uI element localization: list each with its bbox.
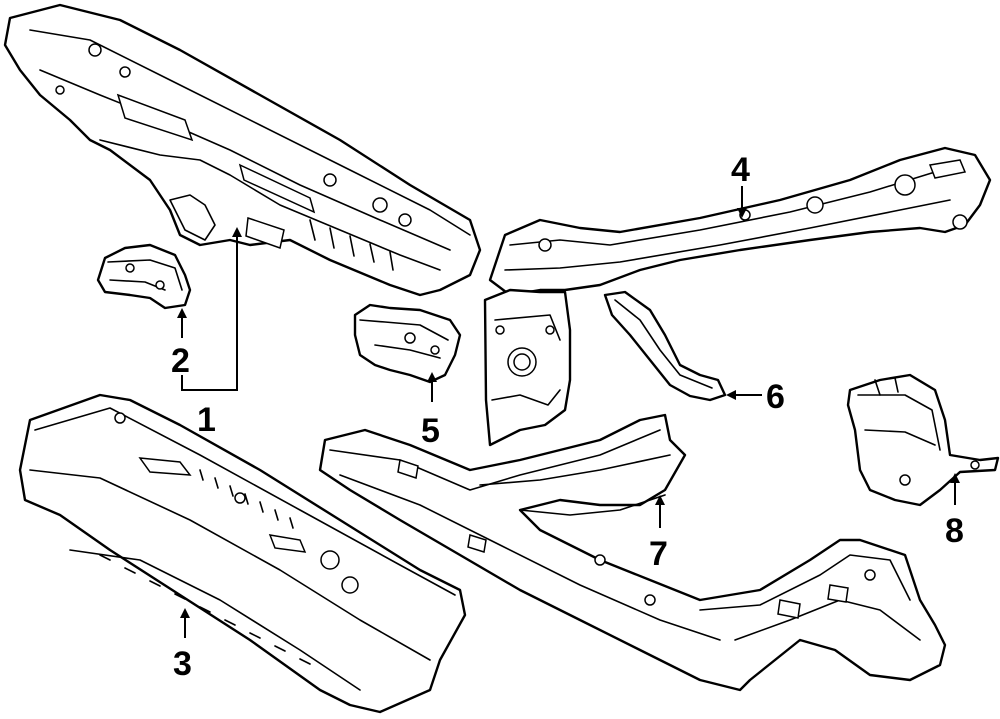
callout-8: 8 [945,512,964,550]
callout-5: 5 [421,412,440,450]
callout-1: 1 [197,401,216,439]
part-side-member-4 [488,146,992,297]
callout-7: 7 [649,535,668,573]
leader-1 [181,227,242,391]
part-apron-panel [483,288,572,447]
part-shield-6 [603,290,727,402]
part-lower-member [18,393,467,714]
callout-6: 6 [766,378,785,416]
part-bracket-8 [846,373,1000,507]
callout-3: 3 [173,645,192,683]
part-upper-support [3,3,482,297]
callout-labels: 1 2 3 4 5 6 7 8 [171,151,964,683]
part-lower-frame [318,413,947,692]
callout-4: 4 [731,151,750,189]
part-bracket-5 [353,303,462,384]
part-bracket-2 [96,243,192,310]
callout-2: 2 [171,342,190,380]
leader-lines [177,186,960,638]
